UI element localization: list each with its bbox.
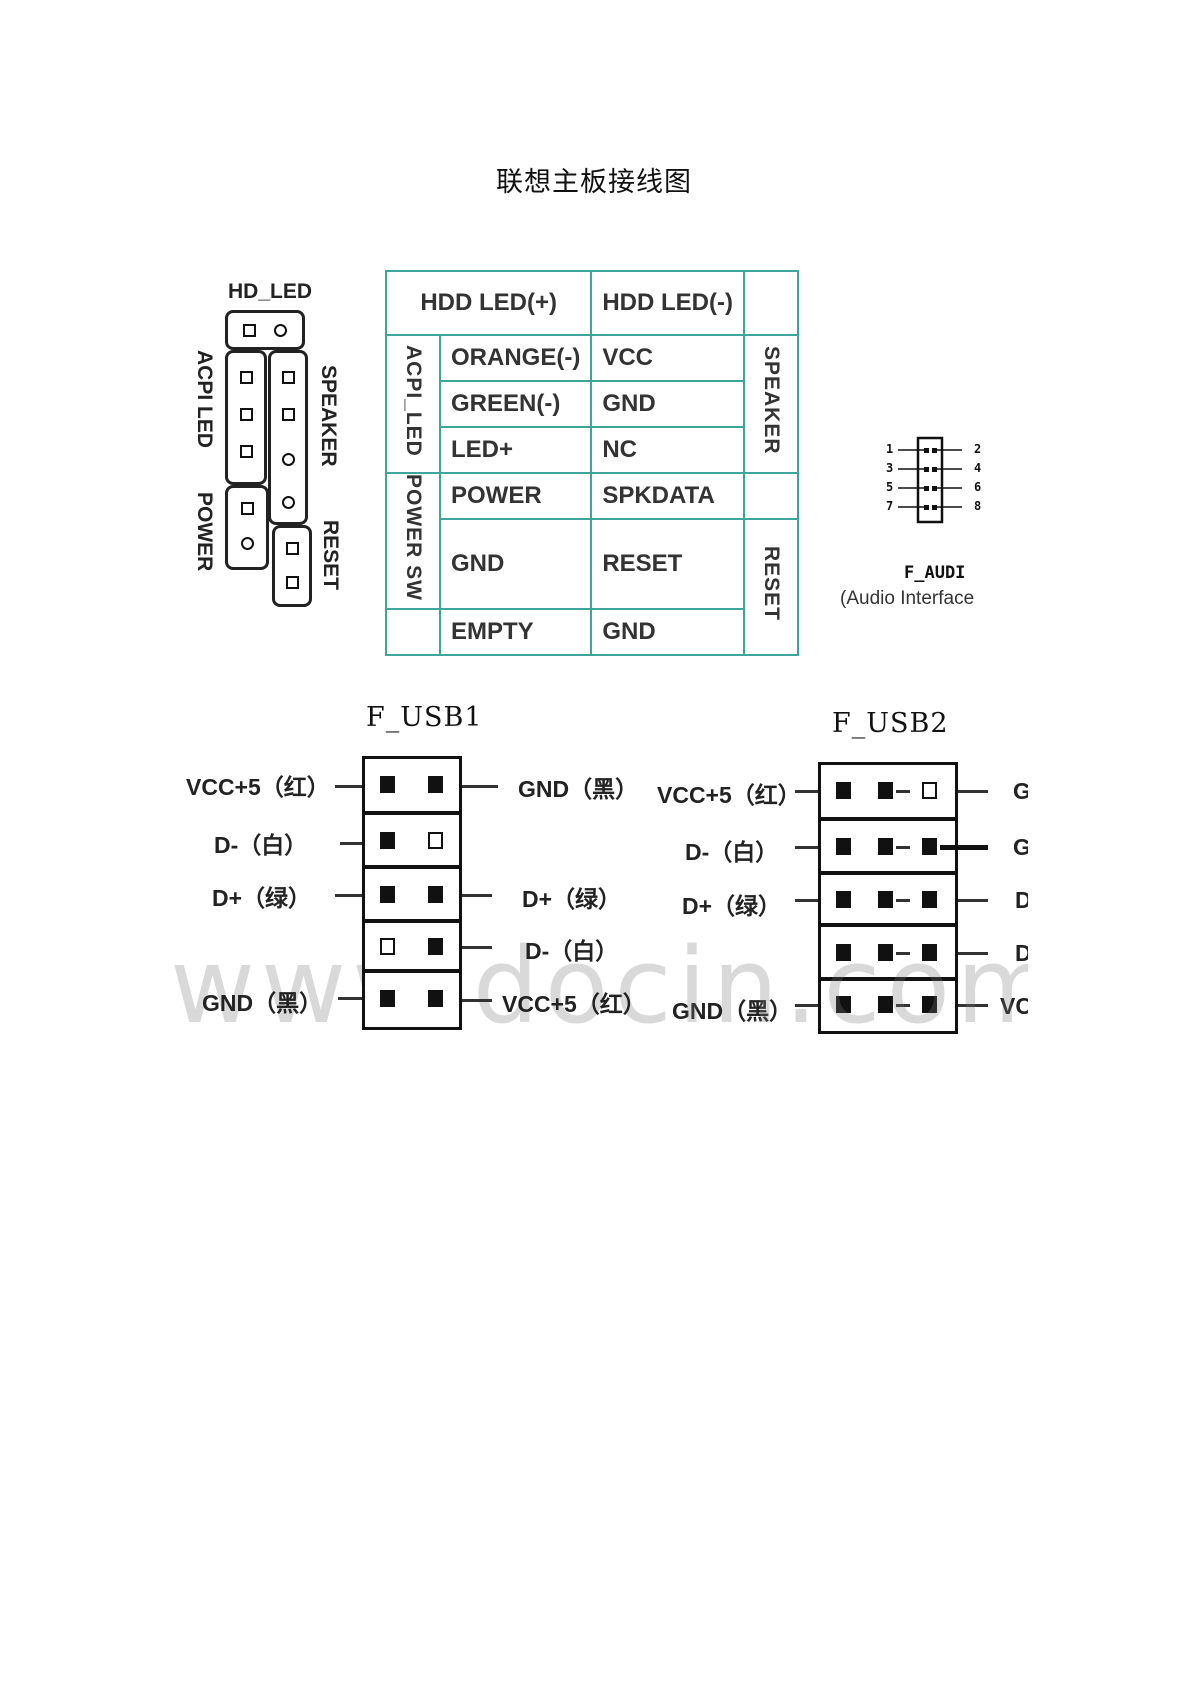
usb1-left-label: D+（绿） bbox=[212, 885, 312, 911]
table-cell-empty bbox=[742, 472, 799, 520]
table-group-acpi-led: ACPI_LED bbox=[385, 334, 441, 474]
table-cell: ORANGE(-) bbox=[438, 334, 593, 382]
usb1-row bbox=[362, 920, 462, 972]
usb2-right-label: D bbox=[1015, 887, 1028, 913]
audio-pin-number: 6 bbox=[974, 480, 982, 494]
table-row: LED+ NC bbox=[386, 426, 798, 474]
table-row: GREEN(-) GND bbox=[386, 380, 798, 428]
audio-pin-number: 3 bbox=[886, 461, 894, 475]
table-group-speaker: SPEAKER bbox=[742, 334, 799, 474]
pin bbox=[240, 371, 253, 384]
pin bbox=[282, 371, 295, 384]
usb1-right-label: D-（白） bbox=[525, 938, 619, 964]
table-row: POWER SW POWER SPKDATA bbox=[385, 472, 799, 610]
table-cell: RESET bbox=[590, 518, 745, 610]
usb1-row bbox=[362, 812, 462, 868]
table-cell: GND bbox=[590, 608, 745, 656]
acpi-led-pins bbox=[225, 350, 267, 485]
usb2-right-label: D bbox=[1015, 940, 1028, 966]
usb1-row bbox=[362, 970, 462, 1030]
table-group-reset: RESET bbox=[742, 518, 799, 656]
pin bbox=[241, 502, 254, 515]
audio-clip: 1 3 5 7 2 4 6 8 F_AUDI (Audio Interface … bbox=[170, 436, 1028, 1047]
table-cell: GND bbox=[438, 518, 593, 610]
pin bbox=[282, 408, 295, 421]
usb1-right-label: GND（黑） bbox=[518, 776, 639, 802]
power-pins bbox=[225, 485, 269, 570]
pin bbox=[282, 453, 295, 466]
table-cell: GREEN(-) bbox=[438, 380, 593, 428]
usb1-row bbox=[362, 866, 462, 922]
pin bbox=[240, 408, 253, 421]
pin bbox=[241, 537, 254, 550]
table-cell: SPKDATA bbox=[590, 472, 745, 520]
table-cell: EMPTY bbox=[438, 608, 593, 656]
usb1-left-label: VCC+5（红） bbox=[186, 774, 330, 800]
usb2-right-label: G bbox=[1013, 778, 1028, 804]
audio-label: F_AUDI bbox=[904, 563, 966, 583]
usb2-left-label: GND（黑） bbox=[672, 998, 793, 1024]
table-cell-empty bbox=[385, 608, 441, 656]
usb2-left-label: D-（白） bbox=[685, 839, 779, 865]
table-row: EMPTY GND bbox=[385, 608, 798, 656]
pin bbox=[240, 445, 253, 458]
usb2-left-label: D+（绿） bbox=[682, 893, 782, 919]
table-group-power-sw: POWER SW bbox=[385, 472, 441, 610]
speaker-pins bbox=[268, 350, 308, 525]
pin bbox=[286, 576, 299, 589]
table-header-left: HDD LED(+) bbox=[384, 270, 593, 336]
usb1-row bbox=[362, 756, 462, 814]
usb2-right-label: G bbox=[1013, 834, 1028, 860]
audio-pin-number: 2 bbox=[974, 442, 982, 456]
usb1-right-label: VCC+5（红） bbox=[502, 991, 646, 1017]
usb1-left-label: GND（黑） bbox=[202, 990, 323, 1016]
audio-pin-number: 1 bbox=[886, 442, 894, 456]
hd-led-pins bbox=[225, 310, 305, 350]
table-cell: GND bbox=[590, 380, 745, 428]
usb1-left-label: D-（白） bbox=[214, 832, 308, 858]
usb1-title: F_USB1 bbox=[366, 702, 483, 733]
table-cell-empty bbox=[742, 270, 799, 336]
audio-subtitle: (Audio Interface bbox=[840, 588, 975, 609]
pin bbox=[286, 542, 299, 555]
page-title: 联想主板接线图 bbox=[496, 167, 692, 198]
table-row: GND RESET RESET bbox=[386, 518, 799, 656]
audio-pin-number: 7 bbox=[886, 499, 894, 513]
table-header-right: HDD LED(-) bbox=[590, 270, 745, 336]
usb2-left-label: VCC+5（红） bbox=[657, 782, 801, 808]
usb2-right-label: VC bbox=[1000, 993, 1028, 1019]
reset-pins bbox=[272, 525, 312, 607]
watermark: www.docin.com bbox=[170, 925, 1028, 1047]
pin bbox=[274, 324, 287, 337]
audio-pin-number: 4 bbox=[974, 461, 982, 475]
audio-pin-number: 8 bbox=[974, 499, 982, 513]
table-cell: NC bbox=[590, 426, 745, 474]
usb1-right-label: D+（绿） bbox=[522, 886, 622, 912]
pin bbox=[243, 324, 256, 337]
table-cell: POWER bbox=[438, 472, 593, 520]
table-row: HDD LED(+) HDD LED(-) bbox=[384, 270, 799, 336]
pin-table: HDD LED(+) HDD LED(-) ACPI_LED ORANGE(-)… bbox=[384, 270, 799, 656]
audio-connector-icon bbox=[898, 436, 962, 524]
pin bbox=[282, 496, 295, 509]
table-cell: LED+ bbox=[438, 426, 593, 474]
hd-led-label: HD_LED bbox=[228, 280, 313, 303]
table-row: ACPI_LED ORANGE(-) VCC SPEAKER bbox=[385, 334, 799, 474]
audio-pin-number: 5 bbox=[886, 480, 894, 494]
table-cell: VCC bbox=[590, 334, 745, 382]
usb2-title: F_USB2 bbox=[832, 708, 949, 739]
